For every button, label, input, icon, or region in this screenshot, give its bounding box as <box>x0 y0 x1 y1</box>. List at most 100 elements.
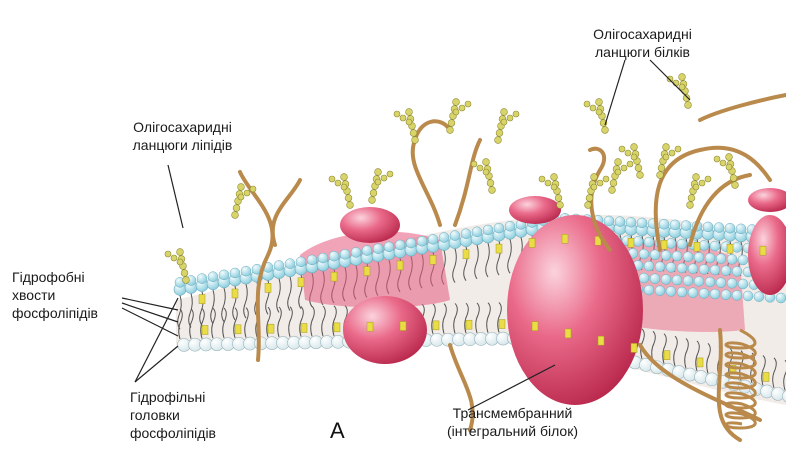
sugar-bead <box>381 175 387 181</box>
sugar-bead <box>637 172 644 179</box>
yellow-marker <box>463 250 469 259</box>
sugar-bead <box>603 176 609 182</box>
sugar-bead <box>683 95 690 102</box>
phospholipid-head <box>710 265 720 275</box>
yellow-marker <box>331 272 337 281</box>
phospholipid-head <box>373 244 383 254</box>
phospholipid-head <box>736 224 746 234</box>
phospholipid-head <box>699 288 709 298</box>
sugar-bead <box>238 184 245 191</box>
phospholipid-head <box>417 236 427 246</box>
sugar-bead <box>483 159 490 166</box>
phospholipid-head <box>604 216 614 226</box>
yellow-marker <box>727 244 733 253</box>
sugar-bead <box>496 130 503 137</box>
phospholipid-head <box>644 285 654 295</box>
sugar-bead <box>685 102 692 109</box>
sugar-bead <box>465 101 471 107</box>
oligosaccharide-chain <box>232 184 256 219</box>
phospholipid-head <box>633 236 643 246</box>
sugar-bead <box>539 176 545 182</box>
sugar-bead <box>347 202 354 209</box>
oligosaccharide-chain <box>609 159 633 194</box>
sugar-bead <box>615 159 622 166</box>
sugar-bead <box>487 180 494 187</box>
phospholipid-head <box>661 250 671 260</box>
sugar-bead <box>489 187 496 194</box>
yellow-marker <box>496 244 502 253</box>
yellow-marker <box>232 289 238 298</box>
sugar-bead <box>693 174 700 181</box>
phospholipid-head <box>672 251 682 261</box>
sugar-bead <box>183 277 190 284</box>
phospholipid-head <box>754 292 764 302</box>
sugar-bead <box>699 180 705 186</box>
phospholipid-head <box>661 274 671 284</box>
sugar-bead <box>610 180 617 187</box>
sugar-bead <box>387 171 393 177</box>
oligosaccharide-chain <box>394 109 418 144</box>
sugar-bead <box>625 150 631 156</box>
phospholipid-head <box>688 288 698 298</box>
label-transmembrane: Трансмембранний (інтегральний білок) <box>420 404 605 440</box>
label-transmembrane-line1: Трансмембранний <box>420 404 605 422</box>
yellow-marker <box>367 322 373 331</box>
phospholipid-head <box>329 251 339 261</box>
sugar-bead <box>720 160 726 166</box>
sugar-bead <box>663 144 670 151</box>
sugar-bead <box>596 109 602 115</box>
phospholipid-head <box>738 279 748 289</box>
phospholipid-head <box>743 291 753 301</box>
sugar-bead <box>631 144 638 151</box>
phospholipid-head <box>219 270 229 280</box>
phospholipid-head <box>639 273 649 283</box>
yellow-marker <box>364 267 370 276</box>
sugar-bead <box>621 165 627 171</box>
protein-top-mid <box>509 196 561 224</box>
label-hydrophobic: Гідрофобні хвости фосфоліпідів <box>12 268 98 322</box>
sugar-bead <box>726 154 733 161</box>
oligosaccharide-chain <box>329 174 353 209</box>
sugar-bead <box>609 187 616 194</box>
phospholipid-head <box>710 241 720 251</box>
oligosaccharide-chain <box>447 99 471 134</box>
sugar-bead <box>551 184 557 190</box>
phospholipid-head <box>732 242 742 252</box>
sugar-bead <box>584 101 590 107</box>
transmembrane-protein <box>507 215 643 405</box>
label-hydrophobic-line1: Гідрофобні <box>12 268 98 286</box>
sugar-bead <box>687 202 694 209</box>
label-oligo-proteins-line1: Олігосахаридні <box>560 25 725 43</box>
phospholipid-head <box>677 239 687 249</box>
sugar-bead <box>667 76 673 82</box>
sugar-bead <box>165 251 171 257</box>
phospholipid-head <box>208 272 218 282</box>
phospholipid-head <box>721 266 731 276</box>
phospholipid-head <box>406 238 416 248</box>
phospholipid-head <box>666 262 676 272</box>
sugar-bead <box>335 180 341 186</box>
sugar-bead <box>663 154 669 160</box>
yellow-marker <box>760 246 766 255</box>
phospholipid-head <box>285 259 295 269</box>
phospholipid-head <box>714 223 724 233</box>
phospholipid-head <box>732 290 742 300</box>
sugar-bead <box>177 249 184 256</box>
phospholipid-head <box>776 293 786 303</box>
sugar-bead <box>181 270 188 277</box>
sugar-bead <box>250 186 256 192</box>
yellow-marker <box>199 295 205 304</box>
phospholipid-head <box>683 252 693 262</box>
phospholipid-head <box>688 264 698 274</box>
sugar-bead <box>238 194 244 200</box>
phospholipid-head <box>694 252 704 262</box>
sugar-bead <box>627 161 633 167</box>
yellow-marker <box>265 283 271 292</box>
label-hydrophobic-line3: фосфоліпідів <box>12 304 98 322</box>
sugar-bead <box>483 169 489 175</box>
sugar-bead <box>507 115 513 121</box>
label-hydrophobic-line2: хвости <box>12 286 98 304</box>
phospholipid-head <box>677 287 687 297</box>
label-hydrophilic-line1: Гідрофільні <box>130 388 216 406</box>
yellow-marker <box>598 336 604 345</box>
